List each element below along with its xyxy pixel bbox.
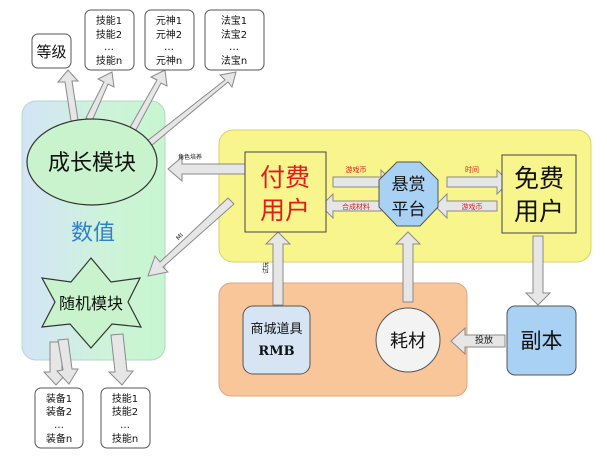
edge-label-role-cultivation: 角色培养: [178, 153, 202, 161]
dungeon-label: 副本: [521, 329, 563, 353]
edge-label-drop: 投放: [475, 334, 493, 346]
equipment-item: 装备n: [46, 432, 72, 445]
arrow-growth-to-treasures: [141, 71, 237, 151]
arrow-random-to-equipment-2: [56, 338, 79, 385]
equipment-item: 装备1: [46, 392, 72, 405]
skills-bottom-item: 技能2: [112, 405, 138, 418]
treasures-top-box: [204, 9, 265, 71]
spirits-top-item: 元神n: [156, 54, 182, 67]
growth-module-ellipse: [26, 118, 158, 206]
treasures-top-item: 法宝n: [221, 54, 247, 67]
skills-top-item: 技能2: [96, 28, 122, 41]
spirits-top-item: …: [164, 42, 174, 53]
skills-top-item: …: [104, 42, 114, 53]
arrow-materials-to-bounty: [394, 231, 422, 303]
edge-label-synth-materials: 合成材料: [342, 202, 370, 211]
skills-top-box: [84, 9, 135, 71]
bounty-platform-octagon: [378, 161, 439, 227]
spirits-top-box: [144, 9, 195, 71]
bounty-platform-label: 平台: [392, 200, 426, 220]
arrow-bounty-to-paid: [320, 192, 382, 220]
treasures-top-item: …: [229, 42, 239, 53]
edge-label-mi: MI: [175, 232, 185, 242]
arrow-growth-to-level: [56, 69, 80, 122]
paid-user-box: [244, 151, 327, 233]
numeric-title: 数值: [71, 221, 115, 246]
level-box: [31, 33, 72, 69]
shop-items-box: [242, 305, 311, 375]
arrow-free-to-bounty: [434, 192, 498, 220]
free-user-label: 用户: [514, 197, 564, 226]
free-user-label: 免费: [514, 164, 564, 193]
paid-user-label: 付费: [260, 163, 310, 192]
spirits-top-item: 元神2: [156, 28, 182, 41]
random-module-label: 随机模块: [59, 294, 123, 313]
equipment-item: 装备2: [46, 405, 72, 418]
paid-user-label: 用户: [260, 196, 310, 225]
materials-label: 耗材: [390, 331, 426, 352]
arrow-paid-to-growth: [167, 155, 246, 183]
edge-label-game-coin-left: 游戏币: [346, 165, 367, 174]
equipment-item: …: [54, 420, 64, 431]
materials-circle: [375, 307, 441, 373]
spirits-top-item: 元神1: [156, 14, 182, 27]
edge-label-time: 时间: [465, 165, 479, 174]
skills-bottom-item: …: [120, 420, 130, 431]
edge-label-trial: 试玩: [262, 262, 270, 274]
equipment-box: [34, 387, 84, 449]
bounty-platform-label: 悬赏: [392, 175, 426, 195]
edge-label-game-coin-right: 游戏币: [462, 202, 483, 211]
level-label: 等级: [36, 43, 66, 61]
skills-top-item: 技能1: [96, 14, 122, 27]
shop-items-label: 商城道具: [250, 322, 302, 337]
arrow-paid-to-random: [147, 197, 235, 277]
rmb-label: RMB: [258, 344, 294, 359]
skills-bottom-item: 技能1: [112, 392, 138, 405]
growth-module-label: 成长模块: [48, 151, 136, 176]
treasures-top-item: 法宝1: [221, 14, 247, 27]
skills-bottom-item: 技能n: [112, 432, 138, 445]
dungeon-box: [506, 305, 577, 376]
arrow-free-to-dungeon: [524, 235, 552, 306]
skills-bottom-box: [100, 387, 151, 449]
arrow-growth-to-skills: [85, 71, 115, 122]
arrow-dungeon-to-materials: [450, 326, 506, 356]
arrow-shop-to-paid: [264, 231, 292, 306]
random-module-star: [40, 257, 143, 349]
skills-top-item: 技能n: [96, 54, 122, 67]
free-user-box: [501, 154, 577, 234]
treasures-top-item: 法宝2: [221, 28, 247, 41]
arrow-random-to-skills-bottom: [107, 333, 135, 386]
